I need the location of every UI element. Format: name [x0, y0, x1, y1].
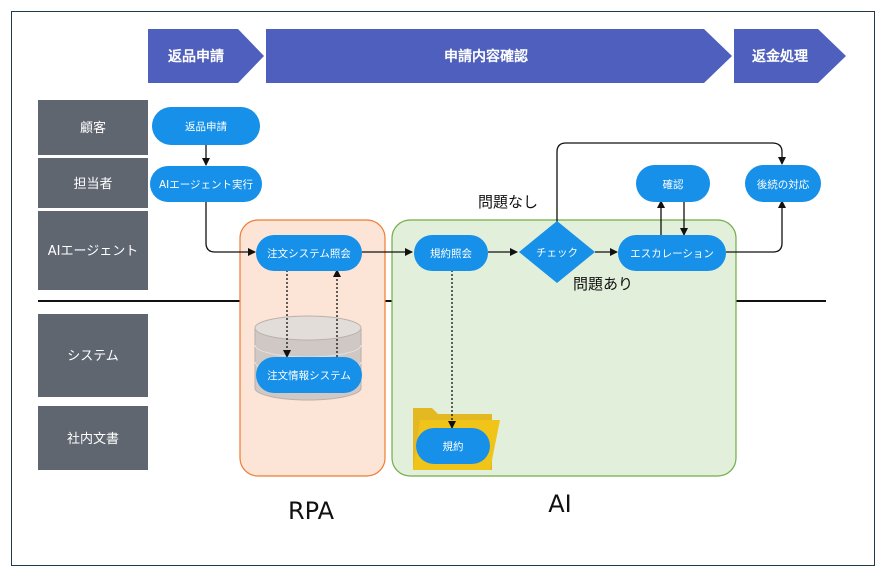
phase-review [266, 29, 732, 83]
lane-label-internal-docs: 社内文書 [67, 431, 119, 447]
node-label-return-request: 返品申請 [185, 120, 227, 133]
node-label-confirm: 確認 [663, 178, 684, 191]
phase-refund [734, 29, 846, 83]
node-order-system-query [256, 235, 362, 271]
node-rules-doc [416, 428, 490, 464]
node-escalation [618, 235, 726, 271]
phase-label-review: 申請内容確認 [444, 48, 528, 65]
lane-internal-docs [38, 406, 148, 470]
node-check [519, 221, 595, 283]
node-confirm [636, 165, 710, 202]
node-label-rules-query: 規約照会 [430, 247, 472, 260]
node-return-request [152, 107, 260, 145]
lane-label-system: システム [67, 349, 119, 364]
node-label-run-ai-agent: AIエージェント実行 [159, 178, 254, 191]
lane-staff [38, 158, 148, 208]
node-label-escalation: エスカレーション [630, 248, 714, 260]
connectors [202, 142, 786, 429]
ai-region [391, 219, 737, 477]
lane-headers: 顧客 担当者 AIエージェント システム 社内文書 [38, 100, 148, 470]
phase-label-return-request: 返品申請 [168, 48, 224, 65]
lane-label-customer: 顧客 [80, 120, 106, 136]
node-order-info-system [256, 357, 362, 393]
node-followup [745, 165, 821, 202]
node-run-ai-agent [150, 166, 262, 202]
node-label-rules-doc: 規約 [443, 440, 464, 453]
phase-label-refund: 返金処理 [752, 48, 808, 65]
node-label-followup: 後続の対応 [757, 178, 810, 191]
node-rules-query [414, 235, 488, 271]
region-label-ai: AI [548, 490, 572, 518]
lane-label-staff: 担当者 [73, 177, 112, 192]
lane-ai-agent [38, 211, 148, 290]
lane-system [38, 314, 148, 397]
region-label-rpa: RPA [288, 497, 335, 525]
node-label-order-info-system: 注文情報システム [267, 369, 351, 382]
nodes: 返品申請 AIエージェント実行 注文システム照会 注文情報システム 規約照会 チ… [150, 107, 821, 464]
edge-label-issue: 問題あり [573, 275, 633, 293]
phase-return-request [148, 29, 264, 83]
diagram-frame [11, 11, 875, 566]
lane-customer [38, 100, 148, 155]
phase-arrows: 返品申請 申請内容確認 返金処理 [148, 29, 846, 83]
node-label-order-system-query: 注文システム照会 [267, 247, 351, 260]
node-label-check: チェック [536, 247, 578, 259]
lane-label-ai-agent: AIエージェント [48, 244, 138, 259]
edge-label-no-issue: 問題なし [478, 193, 538, 211]
